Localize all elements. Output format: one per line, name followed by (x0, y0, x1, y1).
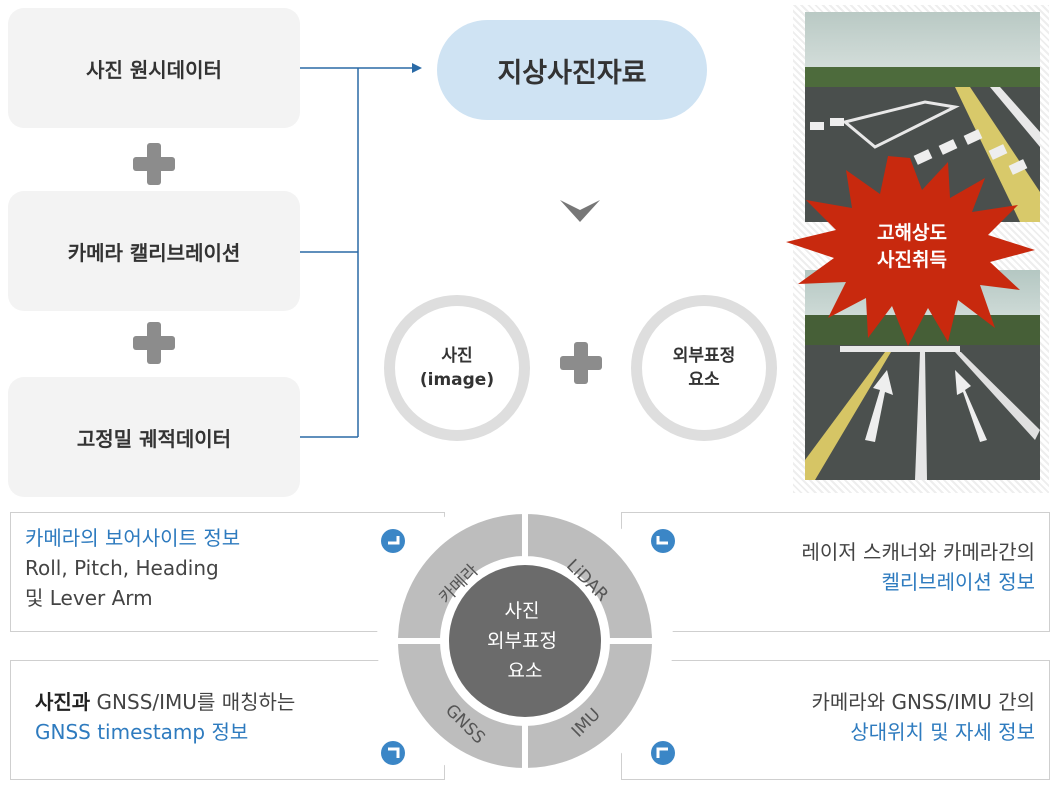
svg-text:사진 외부표정 요소: 사진 외부표정 요소 (487, 600, 563, 682)
lidar-corner-icon (651, 529, 675, 553)
gnss-info-box: 사진과 GNSS/IMU를 매칭하는 GNSS timestamp 정보 (10, 660, 445, 780)
camera-info-line2: Roll, Pitch, Heading (25, 556, 219, 580)
wheel-center (449, 565, 601, 717)
imu-info-box: 카메라와 GNSS/IMU 간의 상대위치 및 자세 정보 (621, 660, 1050, 780)
imu-info-line1: 카메라와 GNSS/IMU 간의 (811, 690, 1036, 714)
camera-info-box: 카메라의 보어사이트 정보 Roll, Pitch, Heading 및 Lev… (10, 512, 445, 632)
chevron-down-icon (560, 200, 600, 222)
photo-image-ring: 사진 (image) (384, 295, 530, 441)
wheel-center-line2: 외부표정 (487, 630, 557, 652)
lidar-info-line1: 레이저 스캐너와 카메라간의 (801, 540, 1035, 564)
camera-info-line1: 카메라의 보어사이트 정보 (25, 526, 241, 550)
lidar-info-line2: 켈리브레이션 정보 (881, 570, 1035, 594)
photo-ring-line1: 사진 (441, 346, 473, 366)
badge-line2: 사진취득 (877, 249, 947, 271)
plus-icon (133, 322, 175, 364)
gnss-info-bold: 사진과 (35, 690, 91, 714)
wheel-segment-imu (522, 638, 659, 775)
gnss-info-line2: GNSS timestamp 정보 (35, 720, 249, 744)
eo-ring-line2: 요소 (688, 370, 720, 390)
plus-icon (133, 143, 175, 185)
wheel-center-line1: 사진 (504, 600, 539, 622)
exterior-orientation-wheel: 카메라 LiDAR GNSS IMU 사진 외부표정 요소 (377, 493, 673, 789)
road-photo-bottom (805, 270, 1040, 480)
imu-info-line2: 상대위치 및 자세 정보 (850, 720, 1035, 744)
gnss-info-line1: 사진과 GNSS/IMU를 매칭하는 (35, 687, 444, 717)
badge-line1: 고해상도 (877, 222, 947, 244)
raw-photo-data-box: 사진 원시데이터 (8, 8, 300, 128)
trajectory-data-box: 고정밀 궤적데이터 (8, 377, 300, 497)
imu-corner-icon (651, 741, 675, 765)
high-res-splash-badge (786, 156, 1035, 346)
ground-photo-result-label: 지상사진자료 (497, 57, 647, 89)
road-photo-top (805, 12, 1040, 222)
exterior-orientation-ring: 외부표정 요소 (631, 295, 777, 441)
wheel-center-line3: 요소 (508, 660, 543, 682)
plus-icon (560, 342, 602, 384)
photo-ring-line2: (image) (419, 370, 495, 390)
eo-ring-line1: 외부표정 (672, 346, 736, 366)
arrow-head-icon (412, 63, 422, 73)
camera-calibration-box: 카메라 캘리브레이션 (8, 191, 300, 311)
raw-photo-data-label: 사진 원시데이터 (86, 57, 222, 82)
camera-calibration-label: 카메라 캘리브레이션 (67, 240, 241, 265)
lidar-info-box: 레이저 스캐너와 카메라간의 켈리브레이션 정보 (621, 512, 1050, 632)
trajectory-data-label: 고정밀 궤적데이터 (76, 426, 232, 451)
gnss-corner-icon (381, 741, 405, 765)
camera-info-line3: 및 Lever Arm (25, 586, 153, 610)
gnss-info-rest: GNSS/IMU를 매칭하는 (90, 690, 296, 714)
ground-photo-result: 지상사진자료 (437, 20, 707, 120)
high-res-badge-text: 고해상도 사진취득 (862, 220, 962, 274)
camera-corner-icon (381, 529, 405, 553)
